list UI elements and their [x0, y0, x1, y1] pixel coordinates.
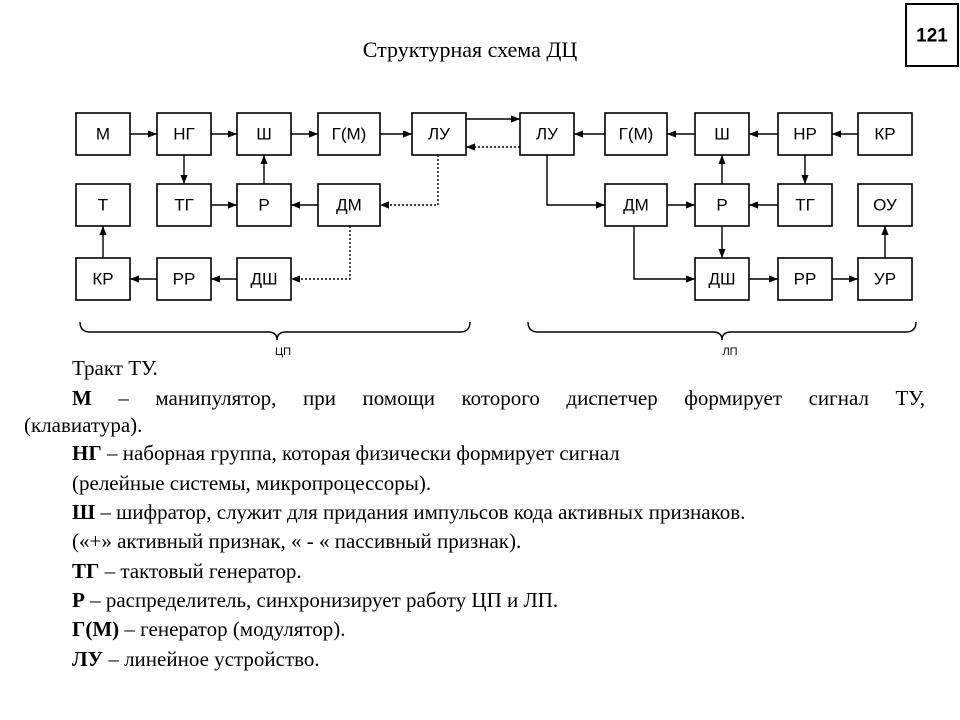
legend-heading: Тракт ТУ.: [72, 356, 158, 380]
block-cp-dm: ДМ: [317, 183, 381, 227]
block-lp-dm: ДМ: [604, 183, 668, 227]
legend-text: – манипулятор, при помощи которого диспе…: [118, 386, 926, 410]
block-label: РР: [173, 270, 196, 289]
block-lp-rr: РР: [777, 257, 833, 301]
block-label: ДМ: [623, 196, 649, 215]
page-title: Структурная схема ДЦ: [362, 37, 578, 62]
legend-item-ng-cont: (релейные системы, микропроцессоры).: [72, 471, 432, 495]
legend-text: – линейное устройство.: [108, 647, 320, 671]
arrow-lp-lu-to-dm: [546, 155, 605, 209]
block-lp-ur: УР: [857, 257, 913, 301]
block-lp-lu: ЛУ: [519, 112, 575, 156]
arrow-lu-to-dm: [380, 155, 439, 209]
block-label: ТГ: [795, 196, 815, 215]
block-cp-lu: ЛУ: [411, 112, 467, 156]
block-label: Г(М): [619, 125, 654, 144]
block-label: ОУ: [873, 196, 897, 215]
block-cp-t: Т: [75, 183, 131, 227]
block-lp-tg: ТГ: [777, 183, 833, 227]
block-cp-gm: Г(М): [317, 112, 381, 156]
block-cp-kr: КР: [75, 257, 131, 301]
arrow-dm-to-dsh: [291, 226, 351, 283]
legend-term: М: [72, 386, 92, 410]
block-label: Ш: [256, 125, 272, 144]
arrow-lp-dm-to-dsh: [633, 226, 695, 283]
legend-term: ЛУ: [72, 647, 104, 671]
block-label: Р: [258, 196, 269, 215]
page-number: 121: [916, 26, 948, 47]
legend-term: Ш: [72, 500, 96, 524]
legend-item-gm: Г(М) – генератор (модулятор).: [72, 617, 346, 641]
block-label: НГ: [173, 125, 194, 144]
legend-item-m: М – манипулятор, при помощи которого дис…: [72, 386, 925, 410]
block-label: ЛУ: [428, 125, 450, 144]
legend-item-tg: ТГ – тактовый генератор.: [72, 559, 302, 583]
block-cp-sh: Ш: [236, 112, 292, 156]
block-lp-sh: Ш: [694, 112, 750, 156]
brace-cp: [79, 321, 471, 341]
block-lp-kr: КР: [857, 112, 913, 156]
legend-item-r: Р – распределитель, синхронизирует работ…: [72, 588, 558, 612]
legend-item-m-cont: (клавиатура).: [24, 413, 143, 437]
block-label: УР: [874, 270, 896, 289]
block-lp-r: Р: [694, 183, 750, 227]
block-label: ДШ: [250, 270, 277, 289]
block-cp-m: М: [75, 112, 131, 156]
legend-term: НГ: [72, 441, 102, 465]
legend-term: Г(М): [72, 617, 120, 641]
block-label: Г(М): [332, 125, 367, 144]
block-lp-gm: Г(М): [604, 112, 668, 156]
block-cp-dsh: ДШ: [236, 257, 292, 301]
block-label: РР: [794, 270, 817, 289]
block-label: Т: [98, 196, 108, 215]
legend-item-sh: Ш – шифратор, служит для придания импуль…: [72, 500, 745, 524]
block-label: ЛУ: [536, 125, 558, 144]
legend-item-sh-cont: («+» активный признак, « - « пассивный п…: [72, 529, 522, 553]
block-lp-nr: НР: [777, 112, 833, 156]
block-lp-dsh: ДШ: [694, 257, 750, 301]
legend-text: – распределитель, синхронизирует работу …: [90, 588, 559, 612]
legend-text: – генератор (модулятор).: [124, 617, 346, 641]
legend-term: ТГ: [72, 559, 100, 583]
brace-lp: [527, 321, 917, 341]
legend-item-lu: ЛУ – линейное устройство.: [72, 647, 320, 671]
block-label: НР: [793, 125, 817, 144]
block-label: ТГ: [174, 196, 194, 215]
brace-label-cp: ЦП: [275, 346, 291, 358]
block-label: ДШ: [708, 270, 735, 289]
block-label: ДМ: [336, 196, 362, 215]
block-label: КР: [92, 270, 113, 289]
legend-text: – тактовый генератор.: [104, 559, 302, 583]
block-label: КР: [874, 125, 895, 144]
block-label: М: [96, 125, 110, 144]
block-label: Ш: [714, 125, 730, 144]
block-cp-tg: ТГ: [156, 183, 212, 227]
legend-text: – шифратор, служит для придания импульсо…: [100, 500, 746, 524]
legend-text: – наборная группа, которая физически фор…: [106, 441, 620, 465]
page-number-box: 121: [905, 3, 959, 67]
block-lp-ou: ОУ: [857, 183, 913, 227]
block-cp-rr: РР: [156, 257, 212, 301]
block-cp-ng: НГ: [156, 112, 212, 156]
legend-item-ng: НГ – наборная группа, которая физически …: [72, 441, 620, 465]
block-cp-r: Р: [236, 183, 292, 227]
block-label: Р: [716, 196, 727, 215]
brace-label-lp: ЛП: [722, 346, 737, 358]
legend-term: Р: [72, 588, 85, 612]
